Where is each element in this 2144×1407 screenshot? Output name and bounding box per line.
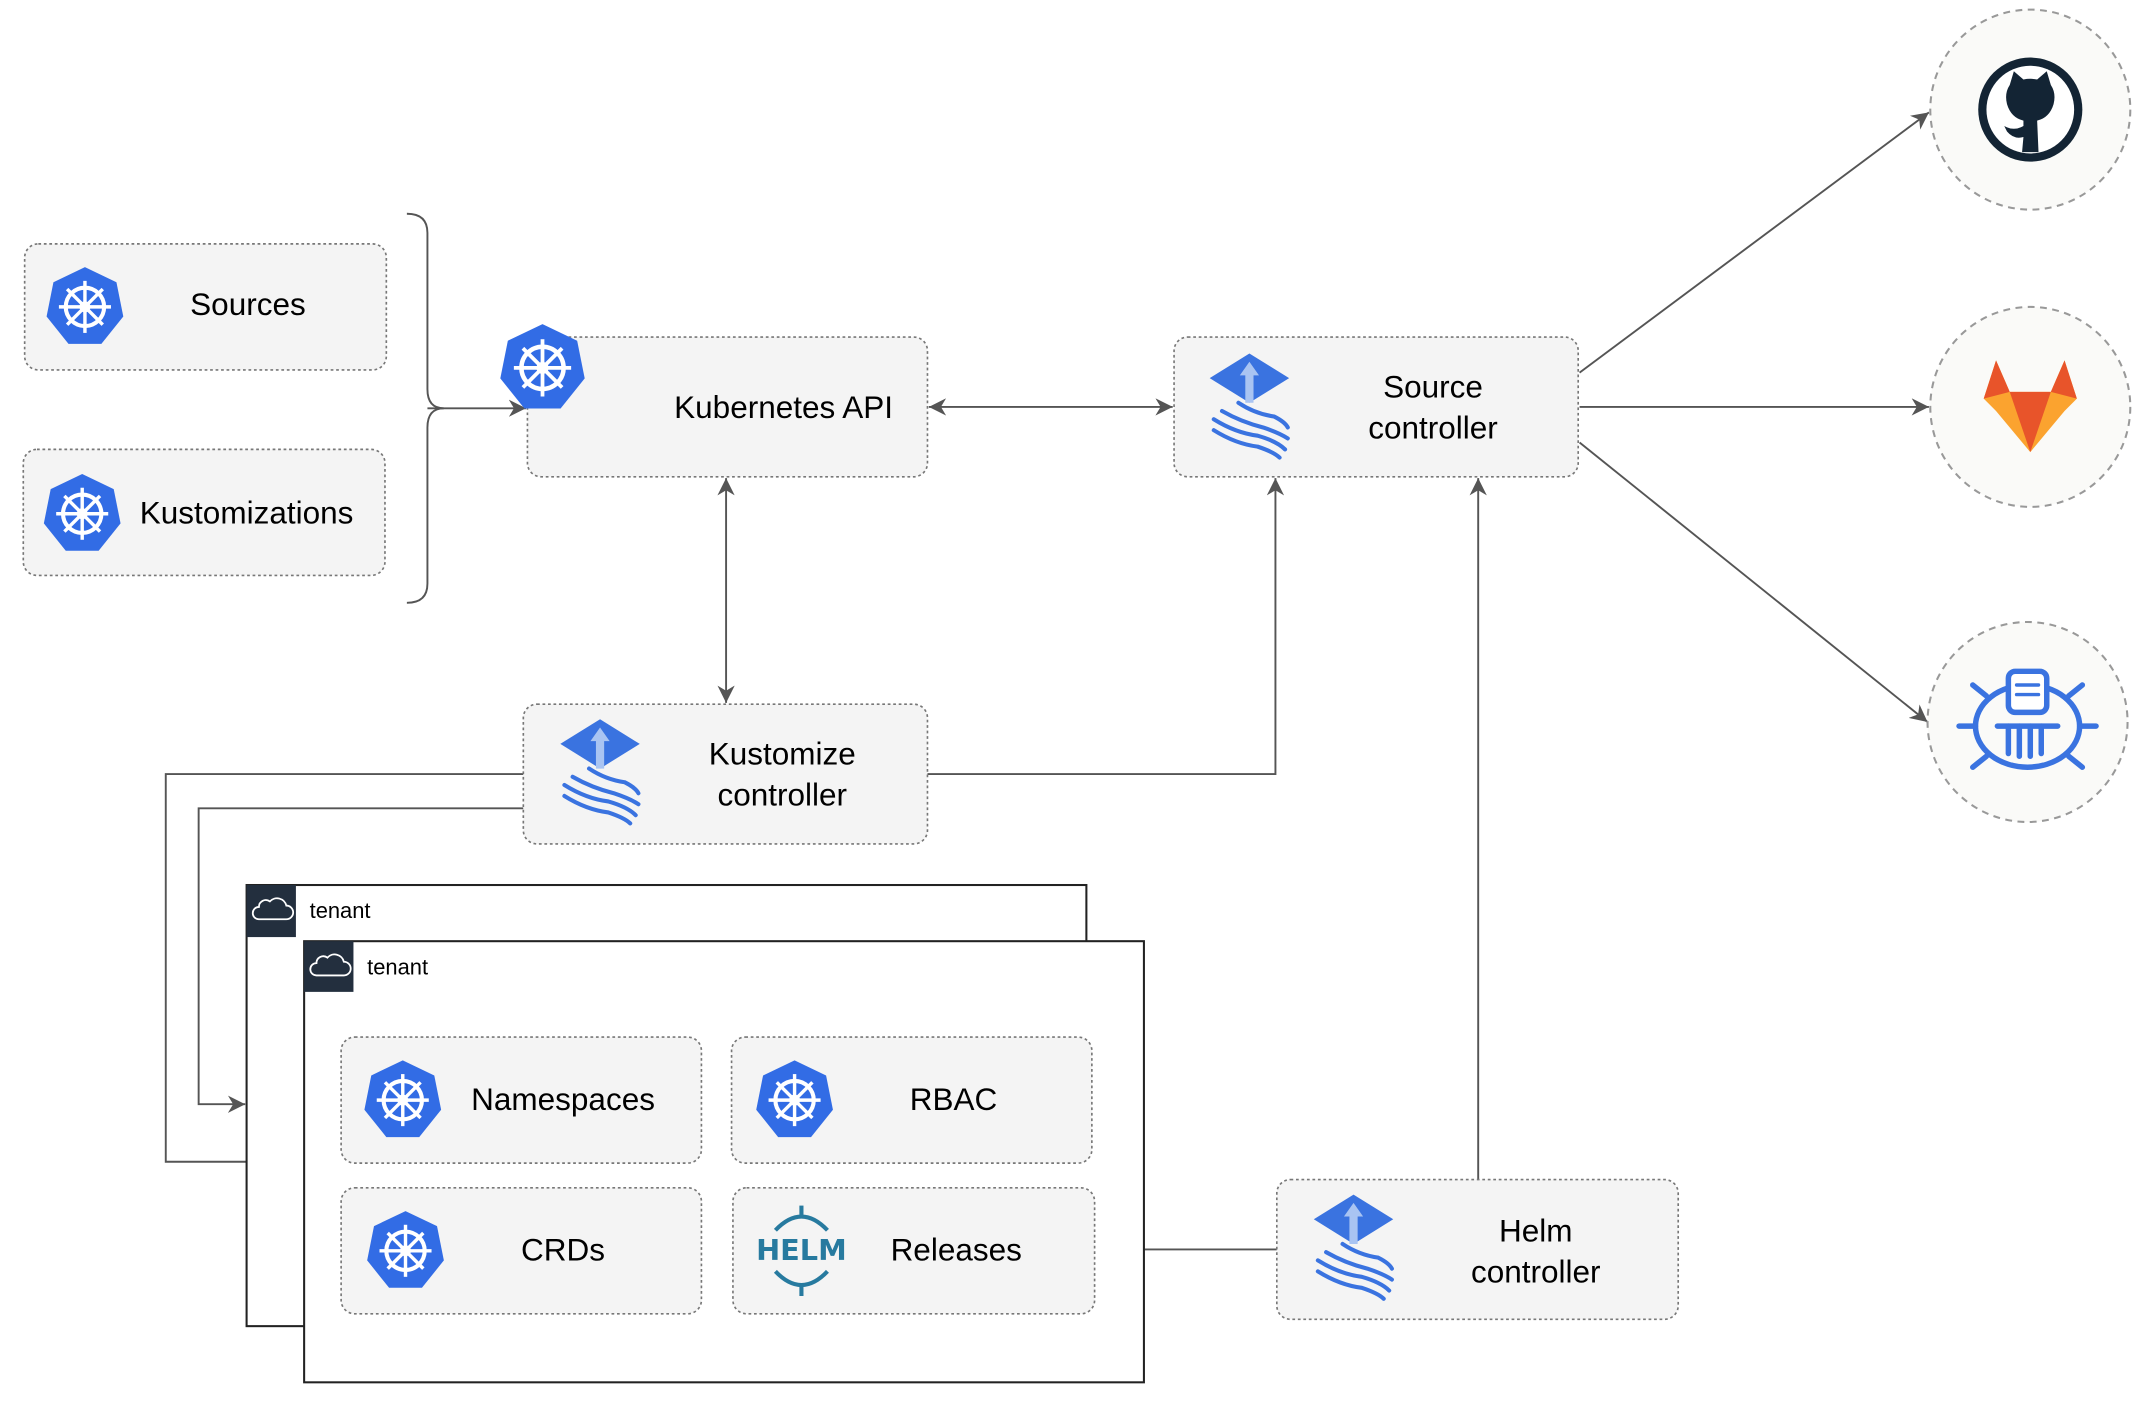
node-kustomize-controller[interactable]: Kustomize controller bbox=[522, 703, 929, 845]
namespaces-label: Namespaces bbox=[471, 1081, 655, 1117]
tenant-label: tenant bbox=[367, 954, 428, 979]
helm-controller-label-line1: Helm bbox=[1499, 1212, 1573, 1248]
kustomize-controller-label-line2: controller bbox=[717, 777, 847, 813]
node-sources[interactable]: Sources bbox=[23, 243, 388, 371]
kubernetes-api-label: Kubernetes API bbox=[674, 389, 893, 425]
gitlab-icon bbox=[1983, 360, 2077, 453]
crds-label: CRDs bbox=[521, 1232, 605, 1268]
node-releases[interactable]: HELM Releases bbox=[732, 1186, 1096, 1315]
svg-text:HELM: HELM bbox=[756, 1233, 847, 1267]
source-controller-label-line2: controller bbox=[1368, 410, 1498, 446]
node-crds[interactable]: CRDs bbox=[340, 1186, 703, 1315]
source-controller-label-line1: Source bbox=[1383, 368, 1483, 404]
github-source[interactable] bbox=[1929, 8, 2132, 211]
node-source-controller[interactable]: Source controller bbox=[1173, 336, 1580, 478]
node-helm-controller[interactable]: Helm controller bbox=[1275, 1178, 1680, 1321]
helm-controller-label-line2: controller bbox=[1471, 1253, 1601, 1289]
edge-source-to-bucket bbox=[1578, 441, 1929, 723]
sources-label: Sources bbox=[190, 286, 306, 322]
kustomize-controller-label-line1: Kustomize bbox=[709, 736, 856, 772]
releases-label: Releases bbox=[891, 1232, 1022, 1268]
tenant-front[interactable]: tenant Namespaces RBAC CRDs HELM Release… bbox=[303, 940, 1145, 1384]
node-namespaces[interactable]: Namespaces bbox=[340, 1036, 703, 1164]
edge-kustomize-to-tenant-front bbox=[164, 773, 524, 1171]
edge-kustomize-to-source bbox=[927, 478, 1285, 776]
rbac-label: RBAC bbox=[910, 1081, 998, 1117]
node-kustomizations[interactable]: Kustomizations bbox=[22, 448, 386, 577]
cloud-icon bbox=[246, 885, 296, 938]
gitlab-source[interactable] bbox=[1929, 305, 2132, 508]
cloud-icon bbox=[304, 941, 354, 992]
edge-source-to-github bbox=[1579, 111, 1930, 374]
github-icon bbox=[1978, 57, 2083, 162]
node-kubernetes-api[interactable]: Kubernetes API bbox=[500, 324, 929, 478]
node-rbac[interactable]: RBAC bbox=[730, 1036, 1093, 1164]
tenant-label: tenant bbox=[310, 898, 371, 923]
bucket-icon bbox=[1956, 668, 2099, 770]
edges bbox=[164, 111, 1930, 1259]
edge-kustomize-to-tenant-back bbox=[197, 807, 524, 1113]
bucket-source[interactable] bbox=[1926, 620, 2129, 824]
kustomizations-label: Kustomizations bbox=[140, 494, 354, 530]
helm-icon: HELM bbox=[756, 1205, 847, 1297]
